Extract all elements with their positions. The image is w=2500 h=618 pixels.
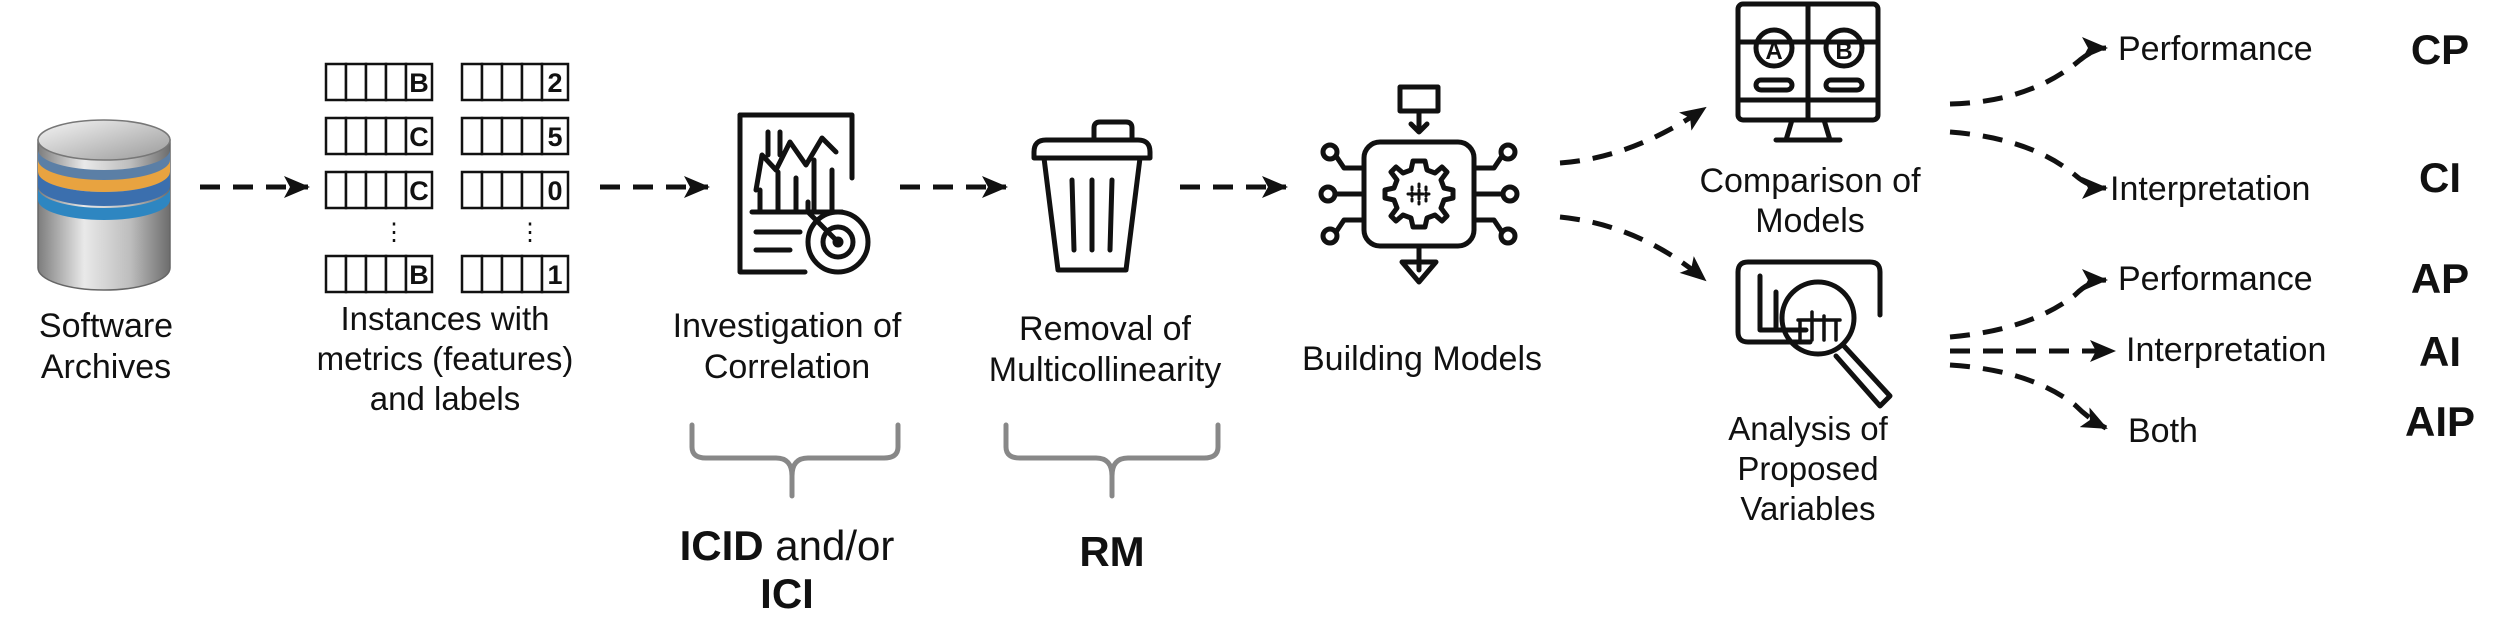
table-cell — [344, 254, 368, 294]
label-cell — [540, 116, 570, 156]
arrow-comparison-interpretation — [1949, 129, 2108, 199]
label-cell — [540, 170, 570, 210]
table-cell — [520, 170, 544, 210]
label-cell — [404, 170, 434, 210]
outcome-code: CI — [2419, 154, 2461, 201]
removal-label-line1: Removal of — [1019, 310, 1192, 348]
table-cell — [384, 62, 408, 102]
table-cell — [364, 62, 388, 102]
monitor-ab-icon — [1735, 1, 1881, 143]
outcome-code: AP — [2411, 255, 2469, 302]
table-cell — [500, 62, 524, 102]
row-label: 1 — [547, 260, 562, 290]
label-cell — [404, 62, 434, 102]
table-cell — [480, 116, 504, 156]
ellipsis-mark: ⋮ — [518, 219, 542, 246]
row-label: 2 — [547, 68, 562, 98]
table-cell — [520, 116, 544, 156]
arrow-building-to-analysis — [1559, 214, 1707, 282]
table-cell — [324, 116, 348, 156]
correlation-tag-line2: ICI — [760, 570, 814, 617]
instances-label-line1: Instances with — [340, 300, 549, 337]
removal-tag: RM — [1079, 528, 1144, 575]
table-cell — [364, 116, 388, 156]
chart-report-target-icon — [737, 112, 871, 275]
instances-label-line3: and labels — [370, 380, 520, 417]
option-a-text: A — [1765, 38, 1782, 65]
table-cell — [344, 62, 368, 102]
table-cell — [324, 62, 348, 102]
correlation-label-line1: Investigation of — [673, 307, 902, 345]
table-cell — [520, 254, 544, 294]
table-cell — [460, 254, 484, 294]
label-cell — [540, 62, 570, 102]
table-cell — [364, 254, 388, 294]
outcome-label: Interpretation — [2110, 170, 2310, 208]
row-label: B — [409, 260, 429, 290]
row-label: C — [409, 176, 429, 206]
database-icon — [37, 119, 171, 291]
outcome-label: Performance — [2118, 260, 2313, 298]
removal-brace — [1003, 422, 1221, 499]
label-cell — [404, 116, 434, 156]
table-cell — [500, 254, 524, 294]
ellipsis-mark: ⋮ — [382, 219, 406, 246]
comparison-label-line2: Models — [1755, 202, 1865, 240]
correlation-tag-line1: ICID and/or — [680, 522, 895, 569]
table-cell — [384, 254, 408, 294]
table-cell — [520, 62, 544, 102]
label-cell — [540, 254, 570, 294]
comparison-label-line1: Comparison of — [1699, 162, 1921, 200]
trash-bin-icon — [1031, 119, 1153, 273]
table-cell — [384, 170, 408, 210]
analysis-label-line3: Variables — [1740, 490, 1875, 527]
correlation-label-line2: Correlation — [704, 348, 870, 386]
arrow-comparison-performance — [1949, 37, 2108, 107]
table-cell — [384, 116, 408, 156]
outcome-label: Interpretation — [2126, 331, 2326, 369]
gear-circuit-icon — [1318, 84, 1520, 285]
label-cell — [404, 254, 434, 294]
arrow-analysis-performance — [1949, 269, 2108, 340]
table-cell — [344, 116, 368, 156]
table-cell — [324, 254, 348, 294]
archives-label-line2: Archives — [41, 348, 171, 386]
table-cell — [480, 170, 504, 210]
table-cell — [324, 170, 348, 210]
option-b-text: B — [1835, 38, 1852, 65]
row-label: 5 — [547, 122, 562, 152]
outcome-label: Both — [2128, 412, 2198, 450]
outcome-label: Performance — [2118, 30, 2313, 68]
correlation-brace — [689, 422, 901, 499]
analysis-label-line1: Analysis of — [1728, 410, 1888, 447]
analysis-label-line2: Proposed — [1737, 450, 1878, 487]
removal-label-line2: Multicollinearity — [989, 351, 1221, 389]
archives-label-line1: Software — [39, 307, 173, 345]
row-label: C — [409, 122, 429, 152]
table-cell — [460, 116, 484, 156]
table-cell — [480, 62, 504, 102]
outcome-code: AI — [2419, 328, 2461, 375]
instances-label-line2: metrics (features) — [317, 340, 574, 377]
building-label: Building Models — [1302, 340, 1542, 378]
table-cell — [344, 170, 368, 210]
arrow-building-to-comparison — [1559, 105, 1707, 166]
table-cell — [500, 170, 524, 210]
table-cell — [460, 170, 484, 210]
row-label: 0 — [547, 176, 562, 206]
outcome-code: CP — [2411, 26, 2469, 73]
row-label: B — [409, 68, 429, 98]
arrow-analysis-both — [1949, 362, 2108, 431]
table-cell — [480, 254, 504, 294]
magnifier-chart-icon — [1735, 259, 1893, 409]
table-cell — [364, 170, 388, 210]
table-cell — [460, 62, 484, 102]
outcome-code: AIP — [2405, 398, 2475, 445]
table-cell — [500, 116, 524, 156]
